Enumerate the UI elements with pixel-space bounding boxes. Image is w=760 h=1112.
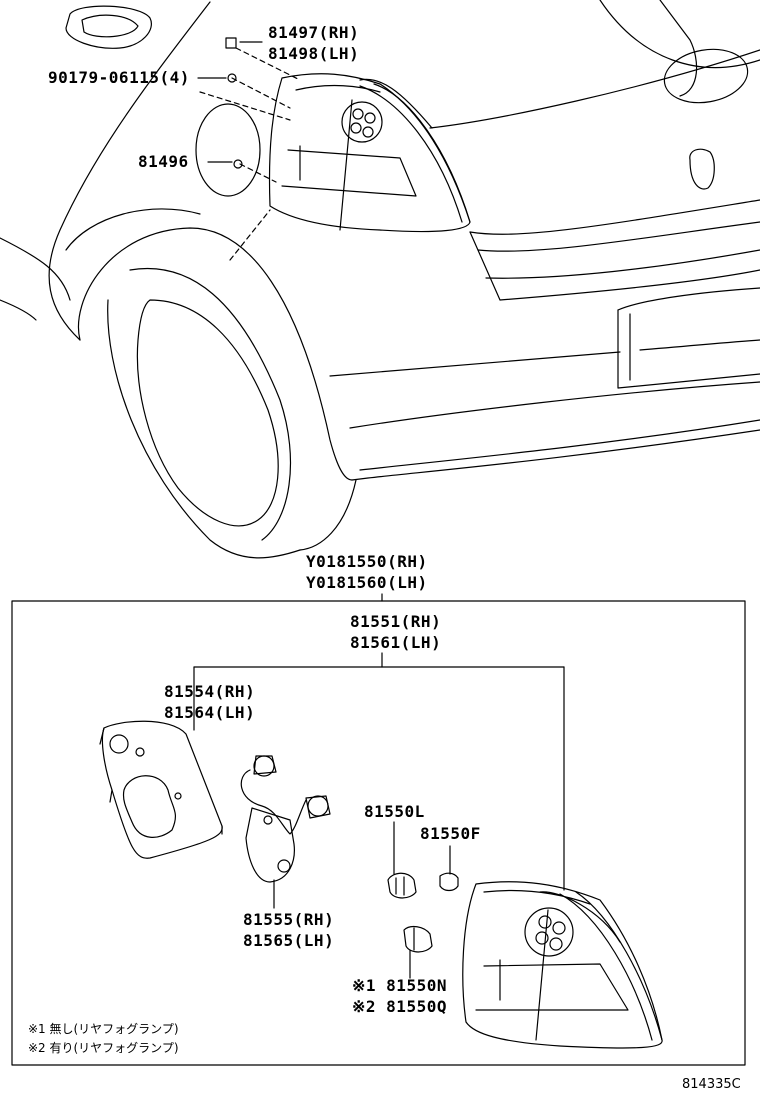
label-socket-lh: 81565(LH) [243, 931, 335, 950]
label-81498-lh: 81498(LH) [268, 44, 360, 63]
bulbs-illustration [387, 872, 459, 953]
footnote-1: ※1 無し(リヤフォグランプ) [28, 1022, 179, 1036]
socket-wire-illustration [240, 755, 331, 883]
label-bulb-81550q: ※2 81550Q [352, 997, 447, 1016]
label-gasket-rh: 81554(RH) [164, 682, 256, 701]
footnote-2: ※2 有り(リヤフォグランプ) [28, 1041, 179, 1055]
gasket-illustration [99, 720, 223, 859]
label-bulb-81550l: 81550L [364, 802, 425, 821]
label-assembly-rh: Y0181550(RH) [306, 552, 428, 571]
label-lens-rh: 81551(RH) [350, 612, 442, 631]
vehicle-rear-illustration [0, 0, 760, 559]
label-81496: 81496 [138, 152, 189, 171]
label-90179-06115: 90179-06115(4) [48, 68, 190, 87]
label-bulb-81550n: ※1 81550N [352, 976, 447, 995]
label-socket-rh: 81555(RH) [243, 910, 335, 929]
figure-code: 814335C [682, 1077, 741, 1092]
label-81497-rh: 81497(RH) [268, 23, 360, 42]
label-gasket-lh: 81564(LH) [164, 703, 256, 722]
tail-lamp-illustration [462, 881, 663, 1049]
label-assembly-lh: Y0181560(LH) [306, 573, 428, 592]
label-lens-lh: 81561(LH) [350, 633, 442, 652]
label-bulb-81550f: 81550F [420, 824, 481, 843]
parts-breakdown-frame [11, 593, 746, 1066]
